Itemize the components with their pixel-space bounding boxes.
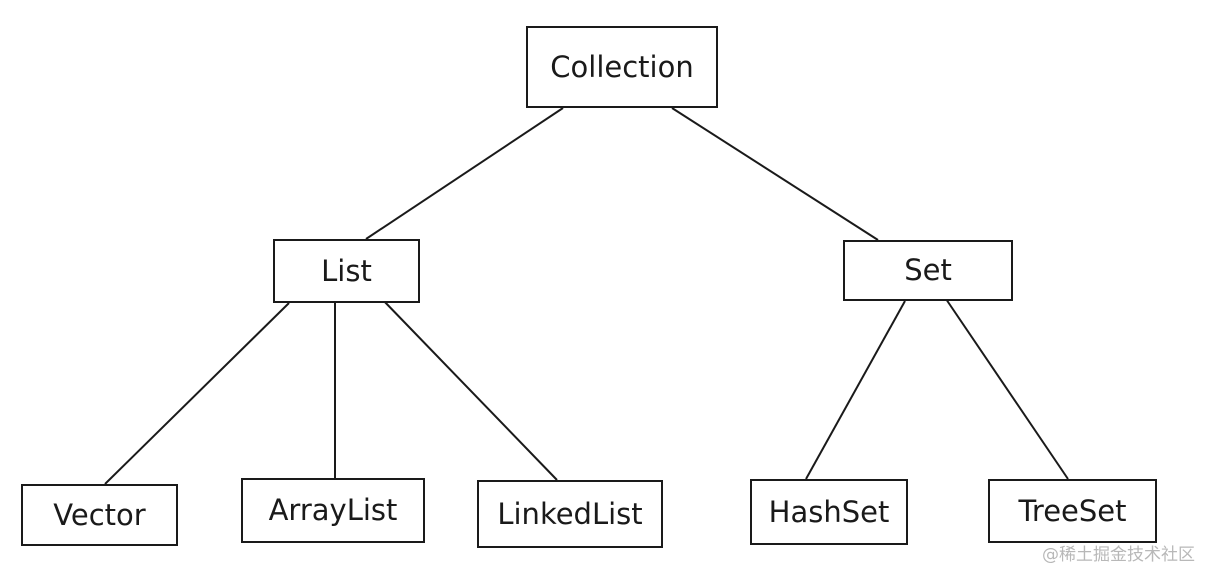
node-hashset: HashSet	[750, 479, 908, 545]
node-vector: Vector	[21, 484, 178, 546]
edge-set-hashset	[805, 300, 906, 480]
node-linkedlist: LinkedList	[477, 480, 663, 548]
node-collection: Collection	[526, 26, 718, 108]
edge-set-treeset	[945, 298, 1069, 480]
node-set: Set	[843, 240, 1013, 301]
node-arraylist: ArrayList	[241, 478, 425, 543]
node-list: List	[273, 239, 420, 303]
edge-list-linkedlist	[380, 297, 558, 481]
watermark-label: @稀土掘金技术社区	[1042, 545, 1195, 565]
edge-list-vector	[104, 302, 290, 485]
edge-collection-set	[671, 107, 879, 241]
node-treeset: TreeSet	[988, 479, 1157, 543]
edge-collection-list	[365, 107, 564, 240]
